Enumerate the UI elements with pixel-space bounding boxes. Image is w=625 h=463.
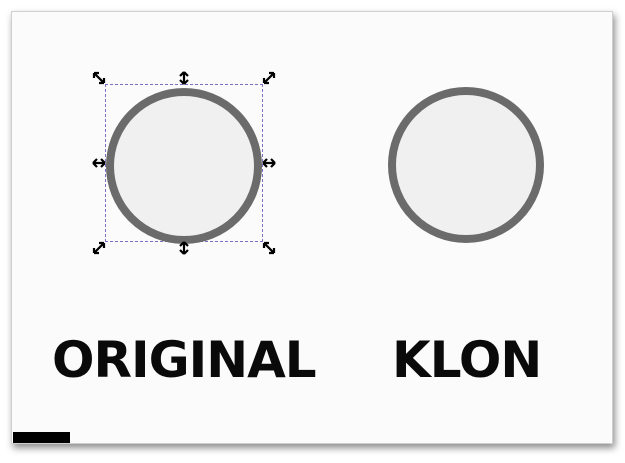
clone-circle[interactable] — [387, 86, 545, 244]
scale-handle-bottom-left-icon[interactable] — [91, 240, 107, 256]
document-canvas[interactable]: ORIGINAL KLON — [11, 11, 613, 444]
scale-handle-right-icon[interactable] — [261, 155, 277, 171]
scale-handle-left-icon[interactable] — [91, 155, 107, 171]
scale-handle-top-icon[interactable] — [176, 70, 192, 86]
scale-handle-bottom-icon[interactable] — [176, 240, 192, 256]
original-circle[interactable] — [105, 87, 263, 245]
clone-label[interactable]: KLON — [392, 331, 542, 389]
scale-handle-top-left-icon[interactable] — [91, 70, 107, 86]
scale-handle-bottom-right-icon[interactable] — [261, 240, 277, 256]
black-rectangle[interactable] — [13, 432, 70, 443]
scale-handle-top-right-icon[interactable] — [261, 70, 277, 86]
original-label[interactable]: ORIGINAL — [52, 331, 317, 389]
